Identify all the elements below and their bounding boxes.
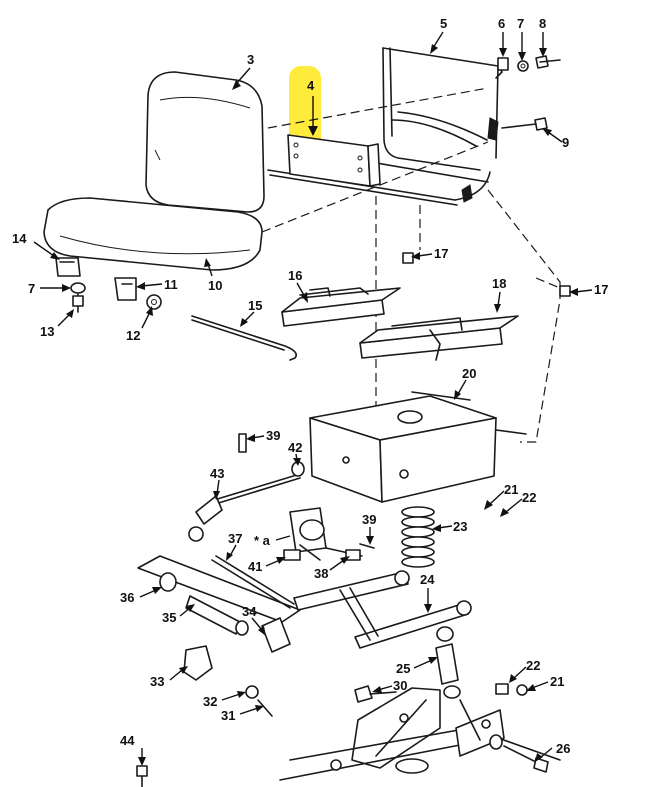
hardware-6-7-8 xyxy=(497,55,561,72)
washer-7-left xyxy=(70,282,86,294)
callout-12: 12 xyxy=(126,328,140,343)
callout-16: 16 xyxy=(288,268,302,283)
bracket-14 xyxy=(55,257,81,277)
callout-9: 9 xyxy=(562,135,569,150)
callout-24: 24 xyxy=(420,572,435,587)
screw-13 xyxy=(72,293,84,313)
callout-8: 8 xyxy=(539,16,546,31)
callout-33: 33 xyxy=(150,674,164,689)
callout-7: 7 xyxy=(517,16,524,31)
callout-20: 20 xyxy=(462,366,476,381)
callout-7-left: 7 xyxy=(28,281,35,296)
callout-32: 32 xyxy=(203,694,217,709)
pivot-assembly xyxy=(283,507,375,561)
callout-26: 26 xyxy=(556,741,570,756)
callout-17-right: 17 xyxy=(594,282,608,297)
callout-14: 14 xyxy=(12,231,27,246)
nut-17-right xyxy=(559,285,571,297)
callout-15: 15 xyxy=(248,298,262,313)
callout-34: 34 xyxy=(242,604,257,619)
callout-23: 23 xyxy=(453,519,467,534)
pin-39-upper xyxy=(238,433,247,453)
callout-31: 31 xyxy=(221,708,235,723)
callout-38: 38 xyxy=(314,566,328,581)
callout-22-lower: 22 xyxy=(526,658,540,673)
callout-13: 13 xyxy=(40,324,54,339)
base-frame xyxy=(279,687,561,781)
callout-22-mid: 22 xyxy=(522,490,536,505)
callout-36: 36 xyxy=(120,590,134,605)
callout-5: 5 xyxy=(440,16,447,31)
suspension-spring xyxy=(401,506,435,568)
callout-25: 25 xyxy=(396,661,410,676)
callout-30: 30 xyxy=(393,678,407,693)
hardware-lower-right xyxy=(489,683,549,773)
washer-12 xyxy=(146,294,162,310)
seat-bottom-cushion xyxy=(43,197,263,271)
callout-17-upper: 17 xyxy=(434,246,448,261)
callout-37: 37 xyxy=(228,531,242,546)
callout-41: 41 xyxy=(248,559,262,574)
callout-35: 35 xyxy=(162,610,176,625)
callout-44: 44 xyxy=(120,733,135,748)
callout-6: 6 xyxy=(498,16,505,31)
suspension-housing xyxy=(309,391,527,503)
callout-43: 43 xyxy=(210,466,224,481)
callout-39-upper: 39 xyxy=(266,428,280,443)
callout-3: 3 xyxy=(247,52,254,67)
bracket-11 xyxy=(114,277,137,301)
seat-frame xyxy=(267,47,503,206)
callout-21-lower: 21 xyxy=(550,674,564,689)
screw-9 xyxy=(501,117,548,131)
callout-39-mid: 39 xyxy=(362,512,376,527)
shock-absorber xyxy=(435,626,461,699)
callout-18: 18 xyxy=(492,276,506,291)
callout-10: 10 xyxy=(208,278,222,293)
seat-back-cushion xyxy=(145,71,265,213)
seat-bracket-plate xyxy=(287,134,381,187)
callout-4: 4 xyxy=(307,78,315,93)
callout-21-mid: 21 xyxy=(504,482,518,497)
callout-11: 11 xyxy=(164,277,178,292)
adjusting-knob xyxy=(188,473,301,542)
slide-rail-right xyxy=(359,315,519,361)
callout-star-a: * a xyxy=(254,533,271,548)
nut-17-upper xyxy=(402,252,414,264)
hardware-lower-left xyxy=(136,645,397,787)
adjuster-rod xyxy=(191,315,298,361)
slide-rail-left xyxy=(281,287,401,327)
scissor-linkage xyxy=(137,555,472,653)
callout-42: 42 xyxy=(288,440,302,455)
